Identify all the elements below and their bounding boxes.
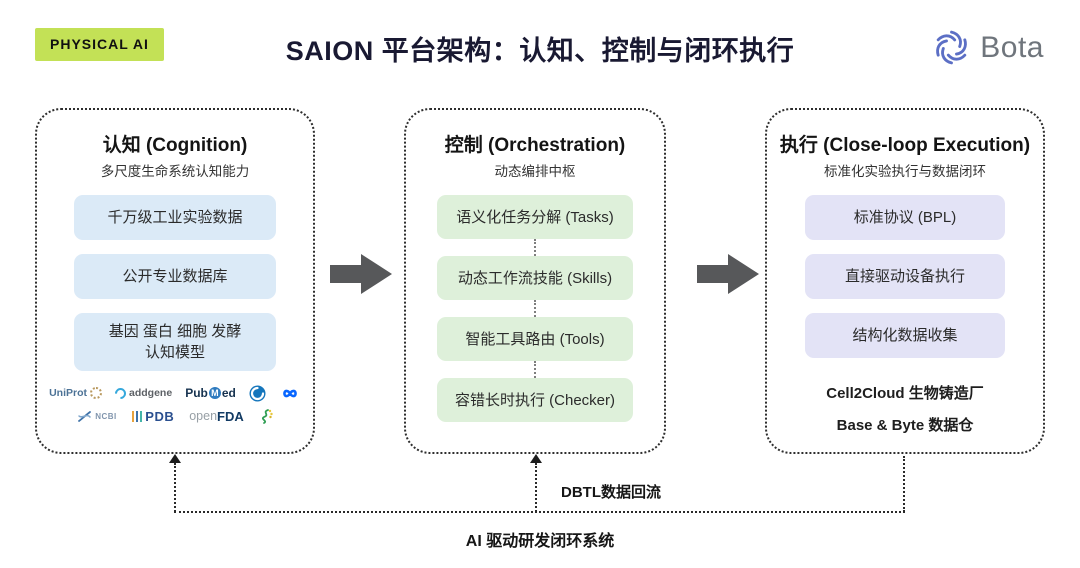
dbtl-loop-label: DBTL数据回流 bbox=[561, 484, 661, 501]
openfda-logo: open FDA bbox=[189, 409, 244, 424]
arrow-right-icon bbox=[330, 254, 392, 294]
uniprot-ring-icon bbox=[90, 387, 103, 399]
cognition-item-industrial-data: 千万级工业实验数据 bbox=[74, 195, 276, 240]
blue-swirl-logo-icon bbox=[249, 385, 266, 401]
orchestration-item-tools: 智能工具路由 (Tools) bbox=[437, 317, 633, 361]
uniprot-label: UniProt bbox=[49, 387, 88, 399]
openfda-label-fda: FDA bbox=[217, 408, 244, 424]
loop-line-bottom bbox=[174, 511, 905, 513]
orchestration-item-tasks: 语义化任务分解 (Tasks) bbox=[437, 195, 633, 239]
loop-line-mid bbox=[535, 463, 537, 512]
ncbi-logo: NCBI bbox=[77, 410, 117, 423]
execution-panel: 执行 (Close-loop Execution) 标准化实验执行与数据闭环 标… bbox=[765, 108, 1045, 454]
orchestration-item-skills: 动态工作流技能 (Skills) bbox=[437, 256, 633, 300]
orchestration-item-checker: 容错长时执行 (Checker) bbox=[437, 378, 633, 422]
arrow-up-icon bbox=[169, 454, 181, 463]
cognition-panel: 认知 (Cognition) 多尺度生命系统认知能力 千万级工业实验数据 公开专… bbox=[35, 108, 315, 454]
loop-line-left bbox=[174, 463, 176, 512]
pdb-bars-icon bbox=[131, 410, 143, 422]
data-source-logos-row2: NCBI PDB open FDA bbox=[77, 407, 273, 425]
uniprot-logo: UniProt bbox=[49, 387, 103, 399]
bota-logo-icon bbox=[936, 30, 968, 65]
execution-title: 执行 (Close-loop Execution) bbox=[779, 135, 1031, 156]
meta-infinity-icon bbox=[283, 389, 297, 397]
pdb-logo: PDB bbox=[131, 408, 175, 424]
execution-item-data-collection: 结构化数据收集 bbox=[805, 313, 1005, 358]
ncbi-helix-icon bbox=[78, 410, 92, 422]
physical-ai-badge: PHYSICAL AI bbox=[35, 28, 164, 61]
addgene-logo: addgene bbox=[112, 385, 173, 401]
cognition-item-public-databases: 公开专业数据库 bbox=[74, 254, 276, 299]
execution-item-device-drive: 直接驱动设备执行 bbox=[805, 254, 1005, 299]
cognition-item-models: 基因 蛋白 细胞 发酵 认知模型 bbox=[74, 313, 276, 371]
addgene-label: addgene bbox=[129, 387, 173, 399]
execution-item-bpl: 标准协议 (BPL) bbox=[805, 195, 1005, 240]
execution-note-basebyte: Base & Byte 数据仓 bbox=[836, 417, 974, 434]
ncbi-label: NCBI bbox=[95, 411, 117, 421]
addgene-ring-icon bbox=[112, 385, 129, 401]
pubmed-label-pub: Pub bbox=[185, 386, 208, 400]
orchestration-title: 控制 (Orchestration) bbox=[444, 135, 626, 156]
arrow-up-icon bbox=[530, 454, 542, 463]
orchestration-subtitle: 动态编排中枢 bbox=[494, 164, 576, 179]
execution-subtitle: 标准化实验执行与数据闭环 bbox=[824, 164, 986, 179]
pdb-label: PDB bbox=[145, 408, 175, 424]
orchestration-panel: 控制 (Orchestration) 动态编排中枢 语义化任务分解 (Tasks… bbox=[404, 108, 666, 454]
dotted-connector bbox=[534, 300, 536, 317]
cognition-subtitle: 多尺度生命系统认知能力 bbox=[100, 164, 250, 179]
pubmed-label-ed: ed bbox=[221, 386, 236, 400]
execution-note-cell2cloud: Cell2Cloud 生物铸造厂 bbox=[826, 385, 984, 402]
dotted-connector bbox=[534, 361, 536, 378]
data-source-logos-row1: UniProt addgene Pub M ed bbox=[49, 384, 301, 402]
closed-loop-system-label: AI 驱动研发闭环系统 bbox=[465, 533, 615, 550]
loop-line-right bbox=[903, 456, 905, 512]
arrow-right-icon bbox=[697, 254, 759, 294]
page-title: SAION 平台架构：认知、控制与闭环执行 bbox=[285, 36, 795, 66]
openfda-label-open: open bbox=[189, 409, 218, 423]
cognition-title: 认知 (Cognition) bbox=[102, 135, 248, 156]
bota-brand: Bota bbox=[931, 27, 1044, 68]
bota-brand-name: Bota bbox=[980, 30, 1044, 64]
pubmed-m-icon: M bbox=[208, 387, 221, 399]
dna-squiggle-logo-icon bbox=[261, 409, 273, 424]
dotted-connector bbox=[534, 239, 536, 256]
pubmed-logo: Pub M ed bbox=[185, 386, 236, 400]
